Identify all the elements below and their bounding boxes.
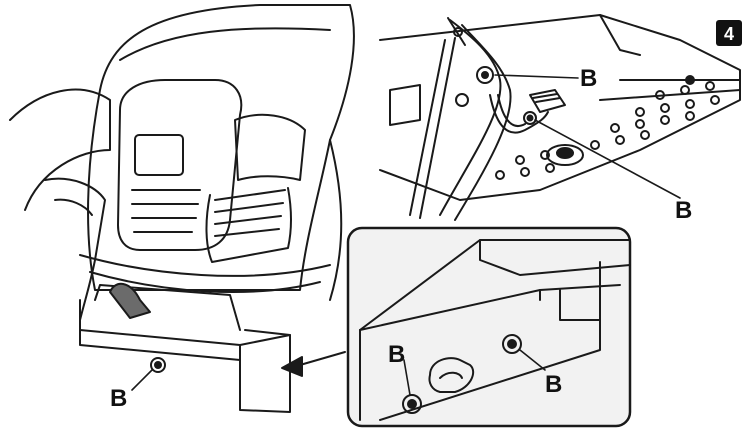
- footrest-deck: [379, 14, 741, 201]
- callout-label: B: [388, 341, 405, 368]
- step-number: 4: [724, 24, 734, 44]
- callout-label: B: [545, 371, 562, 398]
- step-badge: 4: [716, 20, 742, 46]
- steering-frame: [409, 17, 549, 221]
- callout-label: B: [580, 65, 597, 92]
- callout-label: B: [675, 197, 692, 224]
- deck-holes: [495, 75, 720, 180]
- callout-label: B: [110, 385, 127, 412]
- detail-arrow: [281, 351, 346, 377]
- front-bracket: [79, 282, 291, 413]
- callout-leaders: [131, 74, 681, 396]
- detail-inset: [346, 226, 632, 428]
- mower-hood: [9, 4, 355, 321]
